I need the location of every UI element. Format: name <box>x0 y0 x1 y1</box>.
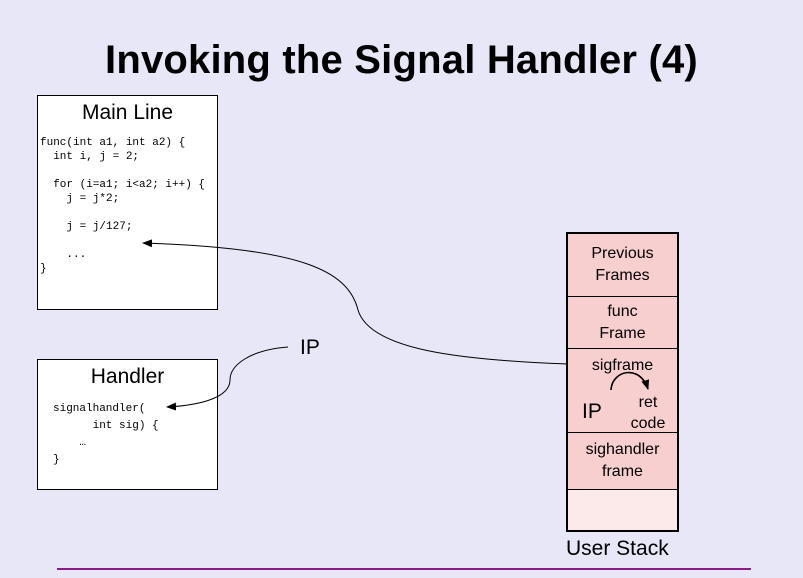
ret-code-label: ret code <box>626 392 670 434</box>
return-arrow <box>142 239 569 365</box>
code-line: int i, j = 2; <box>40 151 140 163</box>
sighandler-frame-cell: sighandler frame <box>568 433 677 490</box>
handler-code: signalhandler( int sig) { … } <box>53 401 159 469</box>
code-line: for (i=a1; i<a2; i++) { <box>40 179 206 191</box>
sigframe-title: sigframe <box>591 357 654 374</box>
cell-line: Previous <box>591 245 654 262</box>
code-line: int sig) { <box>53 420 159 432</box>
cell-line: ret <box>638 394 658 411</box>
main-line-title: Main Line <box>81 101 174 124</box>
bottom-rule <box>57 568 751 570</box>
ip-label: IP <box>300 336 320 359</box>
cell-line: frame <box>602 463 643 480</box>
sigframe-cell: sigframe IP ret code <box>568 349 677 433</box>
main-line-box: Main Line func(int a1, int a2) { int i, … <box>37 95 218 310</box>
handler-title: Handler <box>90 365 165 388</box>
sigframe-ip-label: IP <box>582 400 602 423</box>
cell-line: sighandler <box>585 441 660 458</box>
main-line-code: func(int a1, int a2) { int i, j = 2; for… <box>40 136 205 276</box>
code-line: func(int a1, int a2) { <box>40 137 186 149</box>
cell-line: func <box>607 302 638 320</box>
slide-title: Invoking the Signal Handler (4) <box>105 38 698 82</box>
previous-frames-cell: Previous Frames <box>568 234 677 297</box>
cell-line: code <box>630 415 666 432</box>
code-line: ... <box>40 249 87 261</box>
code-line: } <box>40 263 47 275</box>
code-line: j = j*2; <box>40 193 120 205</box>
user-stack: Previous Frames func Frame sigframe IP r… <box>566 232 679 532</box>
user-stack-caption: User Stack <box>566 537 669 560</box>
code-line: j = j/127; <box>40 221 133 233</box>
code-line: … <box>53 437 87 449</box>
handler-box: Handler signalhandler( int sig) { … } <box>37 359 218 490</box>
ip-arrow <box>166 346 289 411</box>
sigframe-curved-arrow <box>610 371 650 391</box>
code-line: signalhandler( <box>53 403 146 415</box>
code-line: } <box>53 454 60 466</box>
func-frame-cell: func Frame <box>568 297 677 349</box>
cell-line: Frames <box>595 267 650 284</box>
cell-line: Frame <box>599 324 646 342</box>
